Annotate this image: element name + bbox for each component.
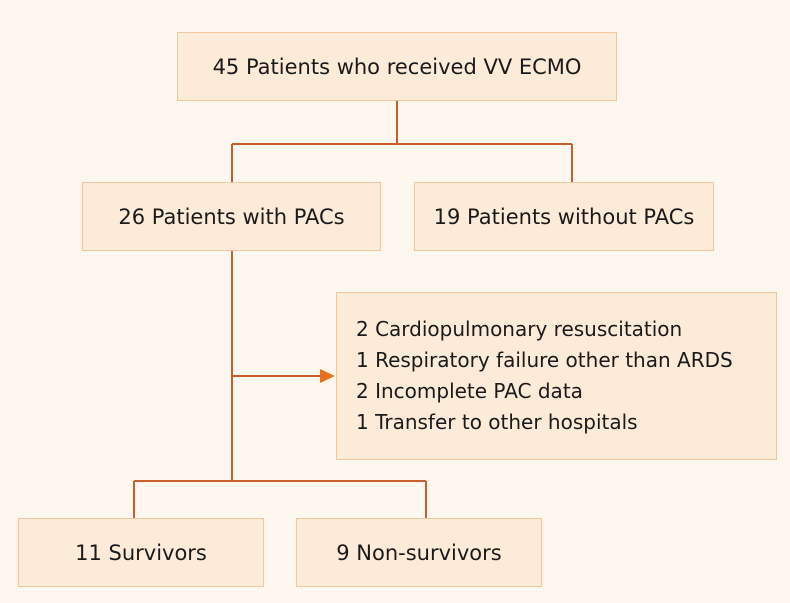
exclusion-arrow-head [320,369,335,383]
patients-with-pacs-box: 26 Patients with PACs [82,182,381,251]
patients-with-pacs-label: 26 Patients with PACs [118,204,345,229]
exclusion-item: 2 Incomplete PAC data [356,379,583,403]
exclusion-criteria-box: 2 Cardiopulmonary resuscitation 1 Respir… [336,292,777,460]
patients-without-pacs-label: 19 Patients without PACs [433,204,695,229]
exclusion-item: 2 Cardiopulmonary resuscitation [356,317,683,341]
non-survivors-box: 9 Non-survivors [296,518,542,587]
exclusion-item: 1 Respiratory failure other than ARDS [356,348,733,372]
patients-without-pacs-box: 19 Patients without PACs [414,182,714,251]
total-patients-box: 45 Patients who received VV ECMO [177,32,617,101]
survivors-label: 11 Survivors [75,540,207,565]
survivors-box: 11 Survivors [18,518,264,587]
non-survivors-label: 9 Non-survivors [336,540,502,565]
total-patients-label: 45 Patients who received VV ECMO [212,54,582,79]
exclusion-item: 1 Transfer to other hospitals [356,410,638,434]
